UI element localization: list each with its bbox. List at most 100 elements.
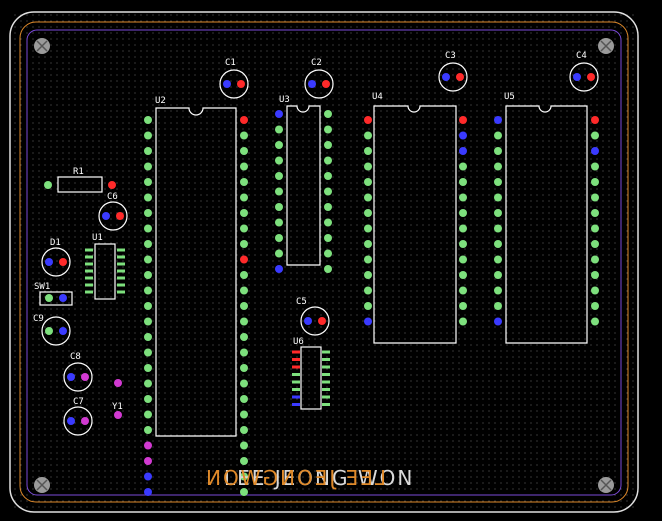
u6-body: [300, 346, 322, 410]
pad-u2-right: [240, 162, 248, 171]
pad-u2-right: [240, 224, 248, 233]
pad-u2-right: [240, 457, 248, 465]
pad-u2-right: [240, 302, 248, 310]
pad-u4-right: [459, 209, 467, 217]
pad-u6-right: [322, 380, 330, 384]
pad-u5-left: [494, 193, 502, 202]
mounting-hole-icon: [598, 38, 614, 54]
pad-c2: [322, 80, 330, 88]
pad-c8: [81, 373, 89, 381]
mounting-hole-icon: [598, 477, 614, 493]
pad-u2-left: [144, 193, 152, 202]
pad-u4-right: [459, 255, 467, 264]
pad-u5-right: [591, 240, 599, 248]
pad-u2-left: [144, 162, 152, 171]
pad-u2-left: [144, 348, 152, 357]
pad-u2-right: [240, 286, 248, 295]
courtyard-outline: [19, 21, 629, 503]
pad-u2-left: [144, 302, 152, 310]
pad-u3-right: [324, 172, 332, 180]
pad-u2-right: [240, 410, 248, 419]
pad-u5-right: [591, 317, 599, 326]
pad-u6-left: [292, 373, 300, 376]
pad-u2-left: [144, 224, 152, 233]
pad-u4-left: [364, 255, 372, 264]
label-c6: C6: [107, 192, 118, 202]
pad-u4-left: [364, 193, 372, 202]
pad-u4-left: [364, 317, 372, 326]
pad-u5-left: [494, 302, 502, 310]
pad-u5-right: [591, 131, 599, 140]
pad-u2-right: [240, 379, 248, 388]
pad-u6-right: [322, 365, 330, 369]
pad-u5-left: [494, 255, 502, 264]
pad-u3-right: [324, 156, 332, 165]
pad-u2-right: [240, 333, 248, 341]
pad-u6-left: [292, 395, 300, 399]
pad-u3-left: [275, 249, 283, 258]
label-r1: R1: [73, 167, 84, 177]
pad-u5-right: [591, 147, 599, 155]
pad-u6-left: [292, 350, 300, 354]
pad-u2-left: [144, 147, 152, 155]
pad-u5-left: [494, 178, 502, 186]
pad-u2-left: [144, 131, 152, 140]
pad-u6-right: [322, 395, 330, 399]
u4-body: [373, 105, 457, 344]
pad-u3-right: [324, 249, 332, 258]
label-c7: C7: [73, 397, 84, 407]
pad-r1: [108, 181, 116, 189]
pad-c6: [102, 212, 110, 220]
pad-u1-right: [117, 269, 125, 273]
pad-u2-right: [240, 395, 248, 403]
pad-c3: [456, 73, 464, 81]
pad-u5-left: [494, 162, 502, 171]
pad-c4: [573, 73, 581, 81]
pad-u4-right: [459, 286, 467, 295]
label-c1: C1: [225, 58, 236, 68]
pad-u3-right: [324, 187, 332, 196]
c5-outline: [300, 306, 330, 336]
pad-c9: [59, 327, 67, 335]
pad-u4-right: [459, 162, 467, 171]
pad-u5-right: [591, 193, 599, 202]
pad-u4-right: [459, 147, 467, 155]
pad-u5-left: [494, 240, 502, 248]
pad-u1-left: [85, 248, 93, 252]
pad-c6: [116, 212, 124, 220]
u1-body: [94, 243, 116, 300]
pad-sw1: [45, 294, 53, 302]
pad-u1-left: [85, 283, 93, 287]
pad-c7: [81, 417, 89, 425]
pad-u1-right: [117, 276, 125, 280]
c3-outline: [438, 62, 468, 92]
pad-u4-left: [364, 116, 372, 124]
c8-outline: [63, 362, 93, 392]
pad-d1: [45, 258, 53, 266]
pad-u1-left: [85, 262, 93, 266]
pad-u1-left: [85, 269, 93, 273]
u5-body: [505, 105, 588, 344]
pad-u1-left: [85, 276, 93, 280]
pad-u4-left: [364, 131, 372, 140]
pad-u5-left: [494, 147, 502, 155]
pad-u5-left: [494, 271, 502, 279]
pad-u5-left: [494, 286, 502, 295]
pad-u3-left: [275, 172, 283, 180]
pad-u4-right: [459, 116, 467, 124]
pad-u3-left: [275, 110, 283, 118]
pad-u2-right: [240, 364, 248, 372]
pad-u2-right: [240, 255, 248, 264]
pad-c5: [304, 317, 312, 325]
pad-u4-left: [364, 271, 372, 279]
pad-u5-left: [494, 224, 502, 233]
pad-u4-left: [364, 240, 372, 248]
pad-u2-left: [144, 209, 152, 217]
pad-u5-right: [591, 271, 599, 279]
label-c4: C4: [576, 51, 587, 61]
label-u6: U6: [293, 337, 304, 347]
pad-u3-right: [324, 234, 332, 242]
pad-u6-left: [292, 403, 300, 406]
d1-outline: [41, 247, 71, 277]
